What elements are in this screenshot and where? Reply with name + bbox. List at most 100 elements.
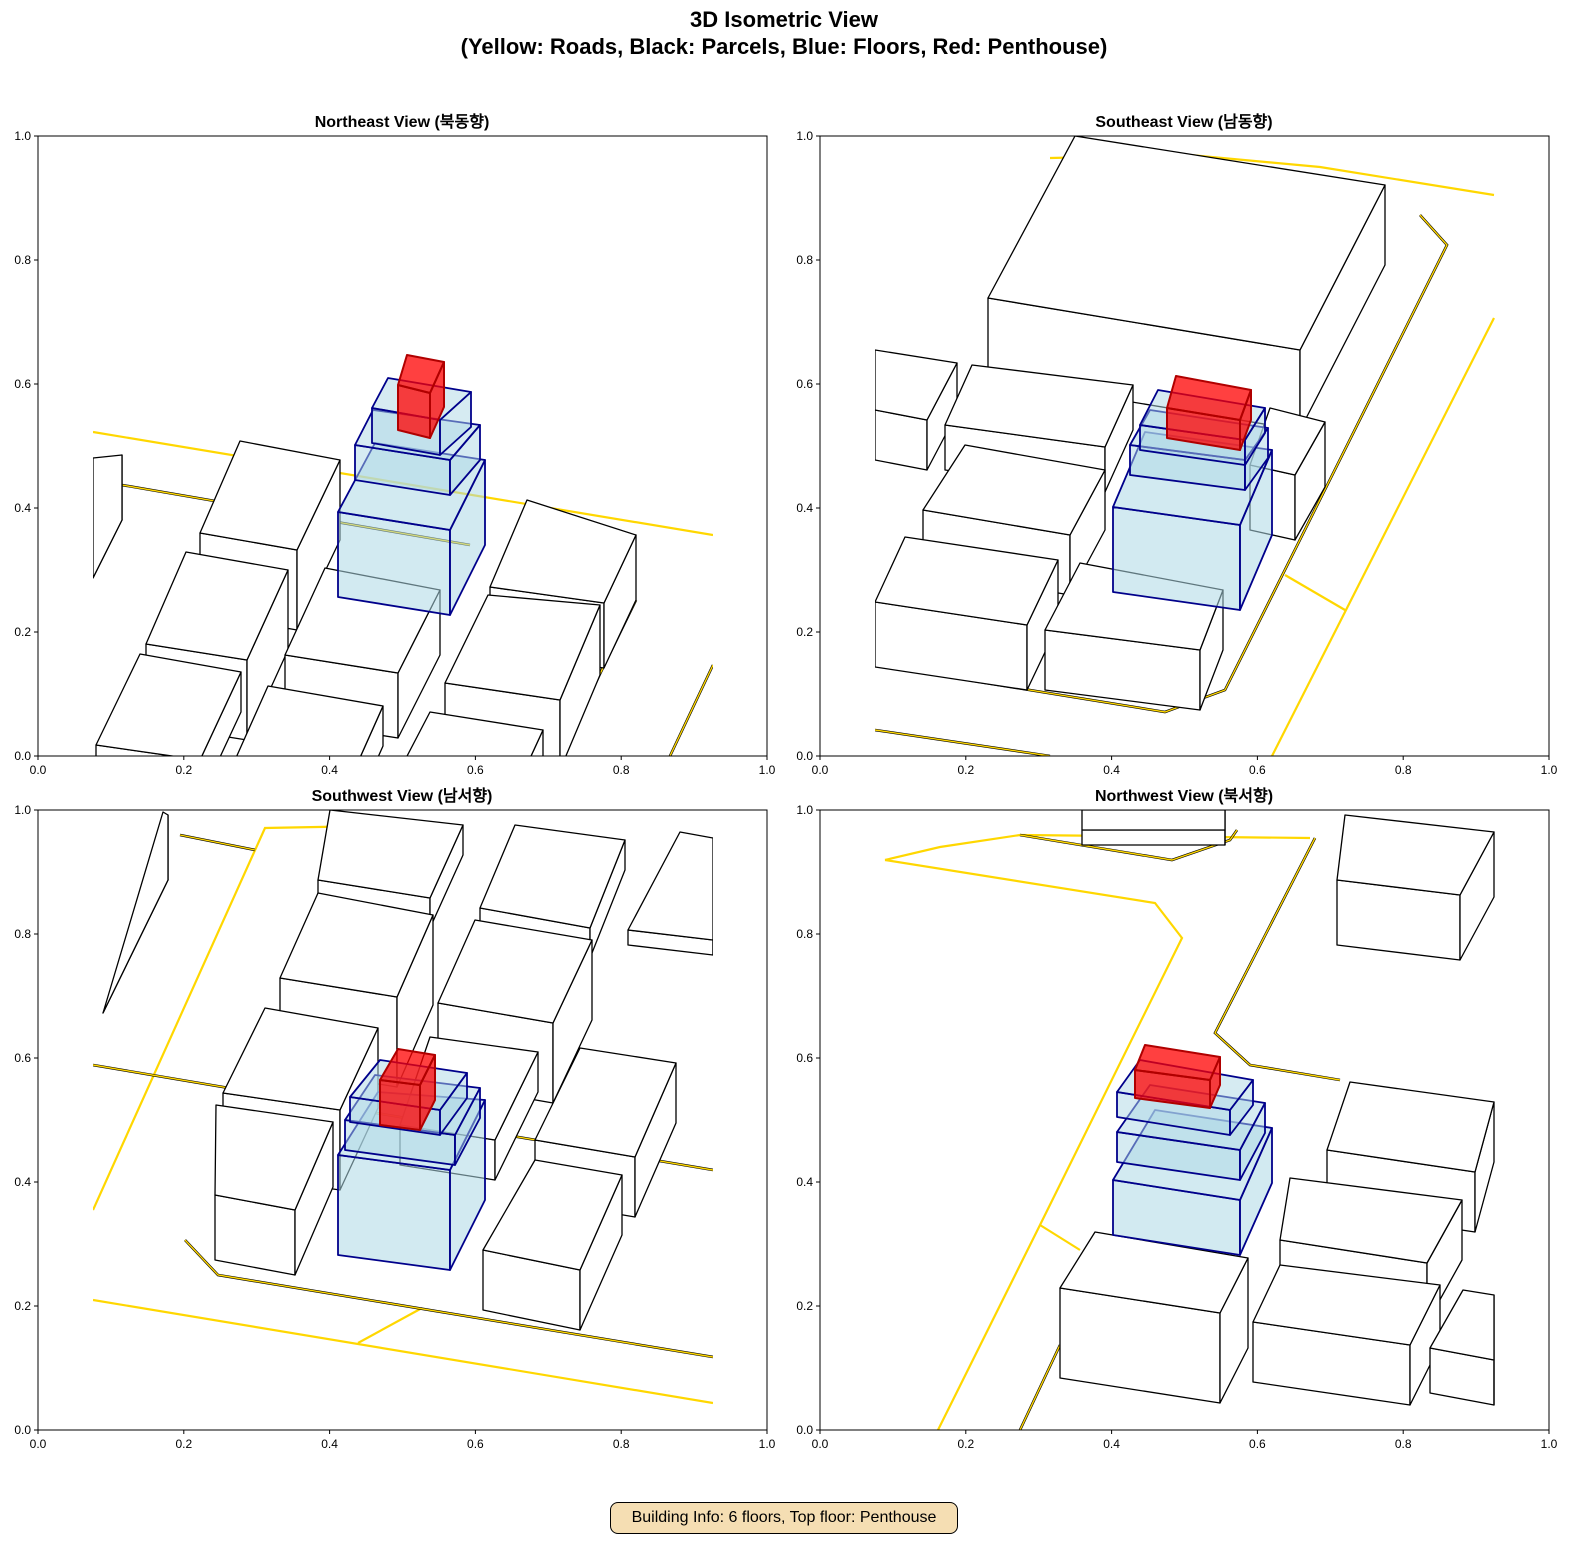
building-info-box: Building Info: 6 floors, Top floor: Pent… (610, 1502, 958, 1534)
parcel-building (875, 349, 958, 471)
parcel-building (482, 1159, 623, 1331)
y-tick-label: 0.0 (796, 1423, 813, 1437)
penthouse-block (1134, 1044, 1221, 1109)
road-line (1284, 574, 1346, 611)
scene (884, 810, 1495, 1430)
x-tick-label: 0.4 (1103, 763, 1120, 777)
y-tick-label: 0.0 (14, 1423, 31, 1437)
x-tick-label: 0.2 (957, 1437, 974, 1451)
road-line (1271, 317, 1495, 756)
parcel-building (1081, 810, 1226, 846)
axes-frame (37, 809, 768, 1431)
parcel-building (102, 811, 169, 1014)
x-tick-label: 0.2 (175, 763, 192, 777)
penthouse-block (379, 1048, 436, 1131)
y-tick-label: 0.2 (14, 1299, 31, 1313)
road-line (93, 1298, 713, 1405)
road-line (1039, 1224, 1081, 1251)
road-line (1214, 837, 1341, 1081)
panel-southeast: 0.00.0 0.2 0.2 0.4 0.4 0.6 0.6 0.8 0.8 1.0 1.0 (796, 129, 1557, 777)
panel-title-southwest: Southwest View (남서향) (312, 786, 493, 805)
x-tick-label: 1.0 (1541, 1437, 1558, 1451)
parcel-building (1059, 1231, 1249, 1404)
x-tick-label: 0.8 (613, 763, 630, 777)
x-tick-label: 1.0 (759, 763, 776, 777)
y-tick-label: 0.6 (14, 377, 31, 391)
x-tick-label: 0.4 (321, 1437, 338, 1451)
penthouse-block (397, 354, 445, 439)
y-tick-label: 1.0 (14, 129, 31, 143)
y-tick-label: 1.0 (796, 129, 813, 143)
y-tick-label: 0.4 (796, 501, 813, 515)
x-tick-label: 0.0 (812, 763, 829, 777)
y-tick-label: 0.2 (796, 1299, 813, 1313)
x-tick-label: 1.0 (1541, 763, 1558, 777)
parcel-building (93, 454, 123, 579)
y-tick-label: 0.2 (796, 625, 813, 639)
axes-frame (819, 809, 1550, 1431)
y-tick-label: 0.8 (14, 927, 31, 941)
parcel-building (987, 136, 1386, 431)
parcel-building (1429, 1289, 1495, 1406)
road-line (669, 664, 713, 756)
panel-northwest: 0.00.00.20.20.40.40.60.60.80.81.01.0 (796, 803, 1557, 1451)
y-tick-label: 0.6 (796, 1051, 813, 1065)
road-line (184, 1239, 713, 1358)
y-tick-label: 0.8 (796, 253, 813, 267)
x-tick-label: 0.8 (1395, 763, 1412, 777)
panel-northeast: 0.00.0 0.2 0.2 0.4 0.4 0.6 0.6 0.8 0.8 1.0 1.0 (14, 129, 776, 777)
x-tick-label: 0.6 (467, 1437, 484, 1451)
parcel-building (444, 594, 601, 756)
road-line (884, 858, 1184, 1430)
y-tick-label: 0.8 (796, 927, 813, 941)
y-tick-label: 0.6 (796, 377, 813, 391)
panel-title-northeast: Northeast View (북동향) (315, 112, 490, 131)
x-tick-label: 0.2 (175, 1437, 192, 1451)
y-tick-label: 0.4 (14, 501, 31, 515)
x-tick-label: 0.8 (1395, 1437, 1412, 1451)
x-tick-label: 0.0 (30, 763, 47, 777)
parcel-building (1252, 1264, 1441, 1406)
y-tick-label: 0.6 (14, 1051, 31, 1065)
parcel-building (95, 653, 242, 756)
axes-frame (37, 135, 768, 757)
parcel-building (627, 831, 713, 956)
x-tick-label: 0.6 (1249, 763, 1266, 777)
road-line (1019, 1344, 1061, 1430)
parcel-building (236, 685, 384, 756)
figure-subtitle: (Yellow: Roads, Black: Parcels, Blue: Fl… (461, 34, 1108, 59)
x-tick-label: 0.0 (30, 1437, 47, 1451)
x-tick-label: 1.0 (759, 1437, 776, 1451)
scene (93, 354, 713, 756)
y-tick-label: 0.0 (14, 749, 31, 763)
y-tick-label: 0.8 (14, 253, 31, 267)
y-tick-label: 0.4 (796, 1175, 813, 1189)
panel-southwest: 0.00.00.20.20.40.40.60.60.80.81.01.0 (14, 803, 775, 1451)
y-tick-label: 0.2 (14, 625, 31, 639)
panel-title-southeast: Southeast View (남동향) (1095, 112, 1272, 131)
road-line (357, 1307, 423, 1344)
penthouse-block (1166, 375, 1252, 451)
parcel-building (875, 536, 1059, 691)
x-tick-label: 0.6 (1249, 1437, 1266, 1451)
parcel-building (214, 1104, 334, 1276)
x-tick-label: 0.2 (957, 763, 974, 777)
y-tick-label: 0.4 (14, 1175, 31, 1189)
scene (93, 810, 713, 1405)
scene (875, 136, 1495, 756)
parcel-building (406, 711, 544, 756)
road-line (875, 729, 1051, 756)
x-tick-label: 0.0 (812, 1437, 829, 1451)
x-tick-label: 0.6 (467, 763, 484, 777)
parcel-building (1336, 814, 1495, 961)
y-tick-label: 1.0 (14, 803, 31, 817)
road-line (179, 834, 256, 851)
road-line (1019, 829, 1238, 861)
road-line (875, 214, 1448, 713)
y-tick-label: 1.0 (796, 803, 813, 817)
y-tick-label: 0.0 (796, 749, 813, 763)
x-tick-label: 0.4 (321, 763, 338, 777)
axes-frame (819, 135, 1550, 757)
